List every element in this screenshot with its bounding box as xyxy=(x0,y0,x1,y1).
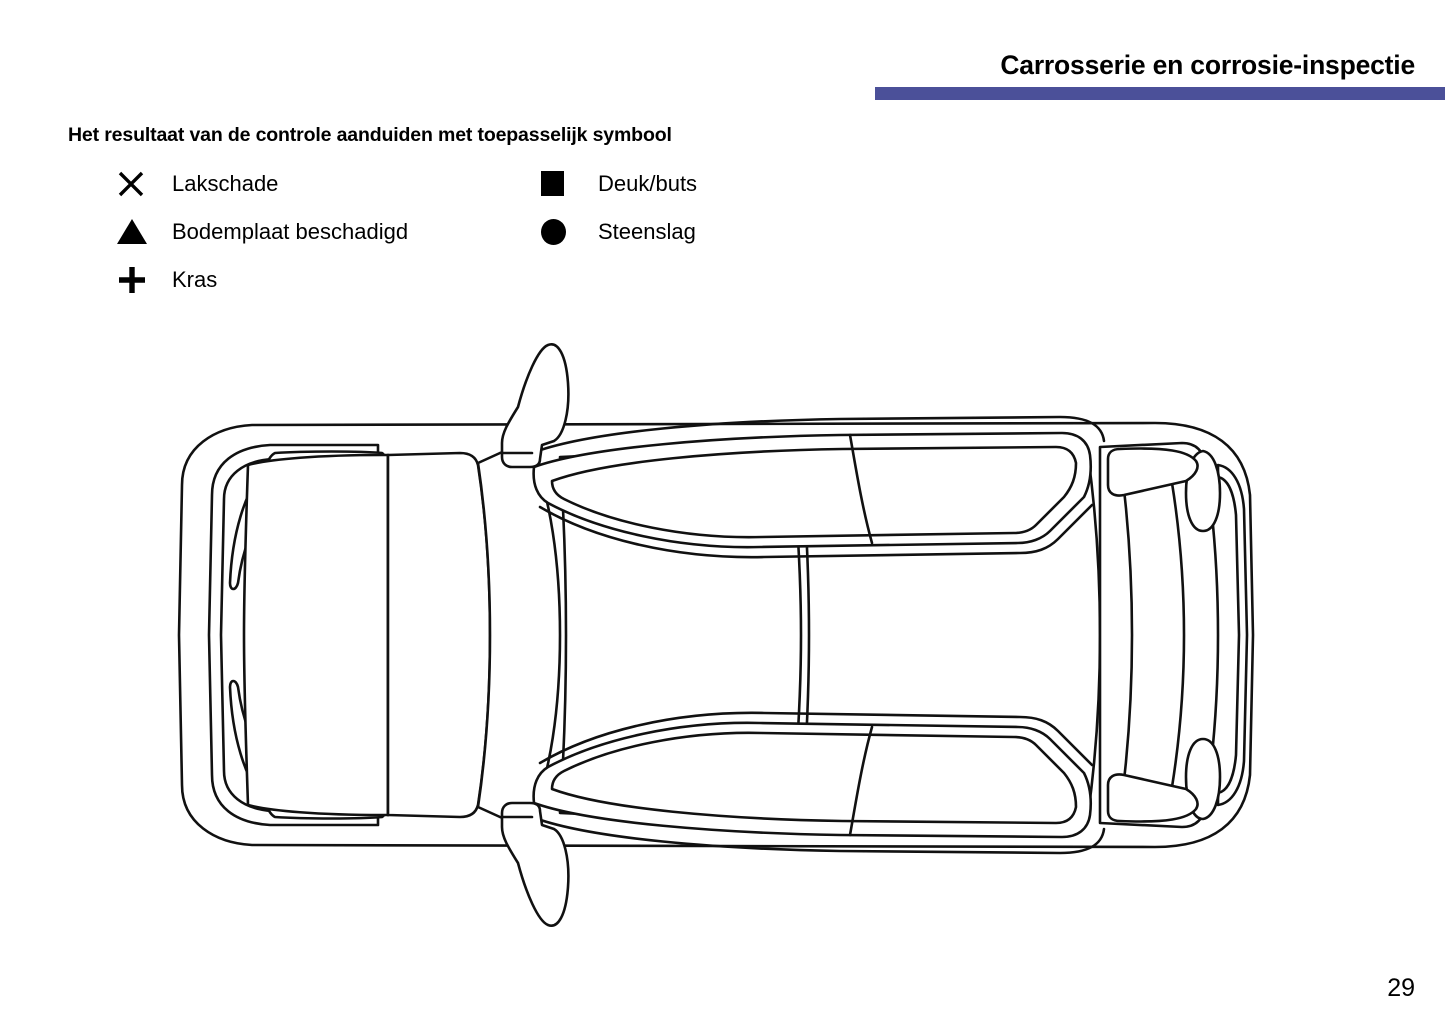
side-mirror-bottom xyxy=(502,803,568,926)
upper-window-inner-edge xyxy=(552,447,1076,537)
lower-side-window-outline xyxy=(534,723,1091,837)
upper-beltline xyxy=(532,417,1104,453)
lower-door-division xyxy=(850,727,872,835)
upper-side-window-outline xyxy=(534,433,1091,547)
legend-block: Het resultaat van de controle aanduiden … xyxy=(68,124,968,302)
header-accent-rule xyxy=(875,87,1445,100)
legend-item-label: Steenslag xyxy=(598,218,696,244)
lower-quarter-window xyxy=(1108,774,1198,821)
upper-shoulder-line xyxy=(540,505,1092,557)
square-icon xyxy=(541,167,581,201)
legend-item-steenslag: Steenslag xyxy=(541,215,696,249)
lower-shoulder-line xyxy=(540,713,1092,765)
legend-item-lakschade: Lakschade xyxy=(117,167,278,201)
legend-item-label: Kras xyxy=(172,266,218,292)
front-fender-panel xyxy=(388,453,490,817)
lower-window-inner-edge xyxy=(552,733,1076,823)
legend-heading: Het resultaat van de controle aanduiden … xyxy=(68,124,672,146)
legend-item-label: Deuk/buts xyxy=(598,170,698,196)
hood-panel xyxy=(244,455,388,815)
legend-item-label: Bodemplaat beschadigd xyxy=(172,218,409,244)
lower-beltline xyxy=(532,817,1104,853)
front-bumper xyxy=(209,445,378,825)
page-title: Carrosserie en corrosie-inspectie xyxy=(1000,50,1415,80)
x-mark-icon xyxy=(117,167,157,201)
side-mirror-top xyxy=(502,344,568,467)
legend-item-kras: Kras xyxy=(117,263,217,297)
upper-quarter-window xyxy=(1108,449,1198,496)
page-header: Carrosserie en corrosie-inspectie xyxy=(0,0,1445,106)
windshield xyxy=(478,450,560,820)
legend-item-label: Lakschade xyxy=(172,170,279,196)
triangle-icon xyxy=(117,215,157,249)
upper-door-division xyxy=(850,435,872,543)
legend-item-bodemplaat-beschadigd: Bodemplaat beschadigd xyxy=(117,215,408,249)
page-number: 29 xyxy=(1387,974,1415,1002)
circle-icon xyxy=(541,215,581,249)
plus-icon xyxy=(117,263,157,297)
legend-item-deuk-buts: Deuk/buts xyxy=(541,167,697,201)
legend-grid: Lakschade Bodemplaat beschadigd Kras Deu… xyxy=(68,167,948,302)
car-top-view-diagram[interactable] xyxy=(120,335,1310,935)
